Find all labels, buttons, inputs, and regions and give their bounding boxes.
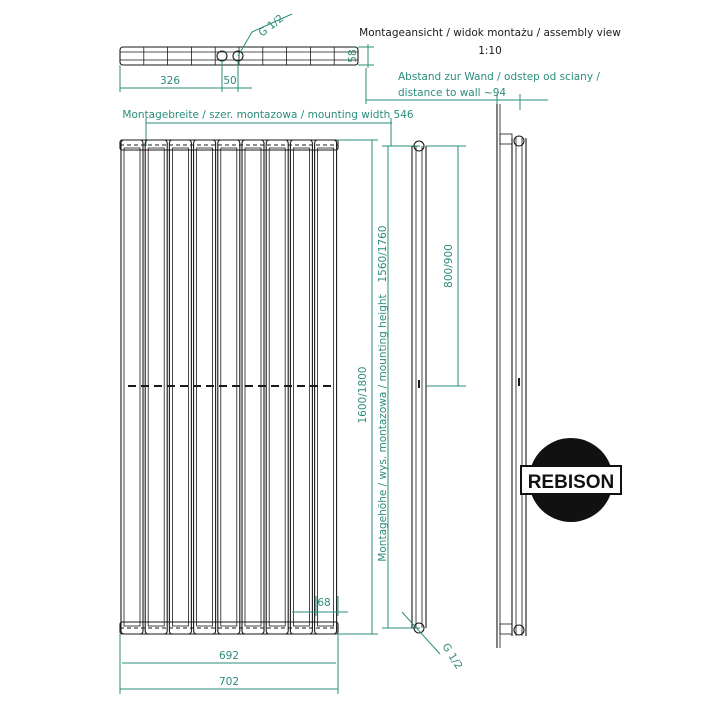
dim-depth: 58 [347, 49, 359, 62]
wall-distance-line1: Abstand zur Wand / odstep od sciany / [398, 71, 600, 83]
wall-distance-annotation: Abstand zur Wand / odstep od sciany / di… [365, 68, 600, 110]
mounting-width-label: Montagebreite / szer. montazowa / mounti… [122, 109, 414, 121]
dim-tube-width: 68 [317, 597, 330, 609]
profile-top-connection-icon [513, 135, 525, 147]
front-view: Montagebreite / szer. montazowa / mounti… [119, 109, 414, 694]
dim-width-total: 702 [219, 676, 239, 688]
side-bottom-connection-icon [413, 622, 425, 634]
mounting-height-label: Montagehöhe / wys. montazowa / mounting … [377, 294, 389, 561]
side-top-connection-icon [413, 140, 425, 152]
dim-total-height: 1600/1800 [357, 367, 369, 424]
profile-bottom-connection-icon [513, 624, 525, 636]
wall-distance-line2: distance to wall ~94 [398, 87, 506, 99]
top-connection-label: G 1/2 [256, 12, 286, 39]
dim-width-inner: 692 [219, 650, 239, 662]
radiator-tube-inner [292, 147, 310, 627]
top-view: G 1/2 326 50 58 [119, 12, 374, 92]
logo-brand-text: REBISON [528, 472, 615, 493]
bottom-bracket [499, 623, 513, 635]
side-connection-label: G 1/2 [439, 641, 464, 671]
dim-half-width: 326 [160, 75, 180, 87]
wall-profile-view [496, 104, 527, 648]
dim-bracket-spacing: 800/900 [443, 244, 455, 288]
top-connection-left-icon [216, 50, 228, 62]
radiator-tube-inner [123, 147, 141, 627]
rebison-logo: REBISON [520, 438, 622, 522]
scale-label: 1:10 [478, 45, 502, 57]
view-title: Montageansicht / widok montażu / assembl… [359, 27, 621, 39]
side-view: 800/900 G 1/2 [401, 140, 466, 672]
height-dimensions: 1600/1800 1560/1760 Montagehöhe / wys. m… [338, 139, 420, 635]
dim-connection-spacing: 50 [223, 75, 236, 87]
top-bracket [499, 133, 513, 145]
mounting-height-values: 1560/1760 [377, 226, 389, 283]
